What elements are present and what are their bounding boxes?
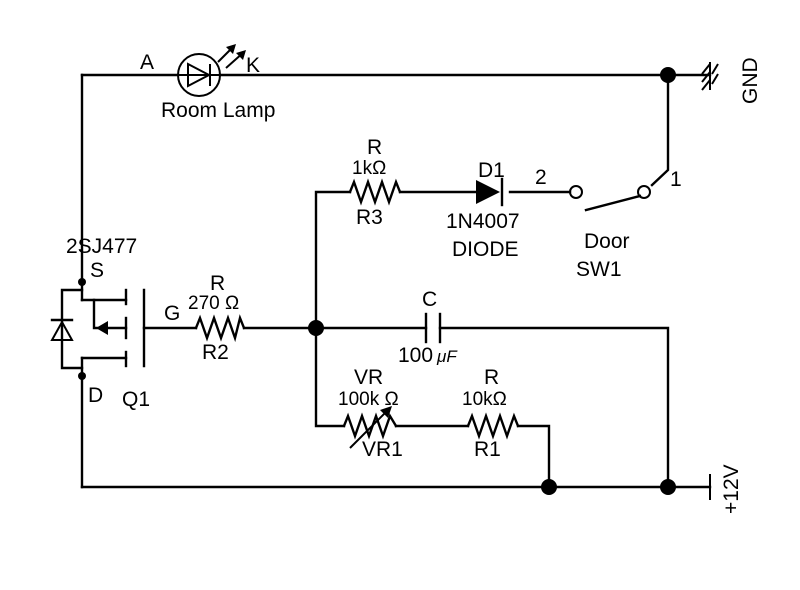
wire-r3-branch <box>314 190 352 330</box>
d1-ref-label: D1 <box>478 159 505 182</box>
led-cathode-label: K <box>246 54 260 77</box>
c1-value-unit: μF <box>436 347 458 366</box>
vr1-zigzag <box>342 412 398 440</box>
q1-drain-dot <box>78 372 86 380</box>
d1-diode <box>476 177 504 207</box>
d1-desc-label: DIODE <box>452 238 519 261</box>
r1-resistor <box>466 412 520 440</box>
r1-zigzag <box>466 412 520 440</box>
r1-value-label: 10kΩ <box>462 389 507 410</box>
sw1-pin1-label: 1 <box>670 168 682 191</box>
gnd-hatch-5 <box>711 73 719 85</box>
room-lamp-led <box>177 44 246 97</box>
q1-ref-label: Q1 <box>122 388 150 411</box>
sw1-contact-1 <box>637 185 651 199</box>
d1-triangle <box>476 180 500 204</box>
vr1-ref-label: VR1 <box>362 438 403 461</box>
r2-ref-label: R2 <box>202 341 229 364</box>
sw1-contact-2 <box>569 185 583 199</box>
c1-type-label: C <box>422 288 437 311</box>
supply-label: +12V <box>720 464 743 514</box>
r1-ref-label: R1 <box>474 438 501 461</box>
led-anode-label: A <box>140 51 154 74</box>
gnd-hatch-2 <box>701 71 711 83</box>
r3-zigzag <box>348 178 402 206</box>
q1-gate-label: G <box>164 302 180 325</box>
q1-source-dot <box>78 278 86 286</box>
gnd-label: GND <box>739 57 762 104</box>
c1-value-num: 100 <box>398 344 433 367</box>
wire-gnd-to-sw <box>650 73 670 187</box>
d1-part-label: 1N4007 <box>446 210 520 233</box>
wire-r1-down <box>516 424 551 489</box>
r3-resistor <box>348 178 402 206</box>
q1-drain-label: D <box>88 384 103 407</box>
r2-resistor <box>194 314 246 343</box>
sw1-switch <box>569 185 651 212</box>
r2-value-label: 270 Ω <box>188 293 239 314</box>
junction-bottom-right <box>660 479 676 495</box>
vr1-value-label: 100k Ω <box>338 389 399 410</box>
q1-source-label: S <box>90 259 104 282</box>
r1-type-label: R <box>484 366 499 389</box>
wire-vr-branch <box>314 326 346 428</box>
wire-cap-right <box>438 326 670 489</box>
gnd-hatch-1 <box>701 63 711 75</box>
r3-value-label: 1kΩ <box>352 158 386 179</box>
r3-type-label: R <box>367 136 382 159</box>
q1-body-lead <box>92 298 128 330</box>
sw1-lever <box>584 194 642 212</box>
sw1-pin2-label: 2 <box>535 166 547 189</box>
junction-gnd <box>660 67 676 83</box>
vr1-arrow-shaft <box>349 409 389 449</box>
gnd-hatch-4 <box>711 63 719 75</box>
sw1-ref-label: SW1 <box>576 258 622 281</box>
c1-capacitor <box>424 312 442 344</box>
q1-body-arrow <box>96 321 108 335</box>
wires <box>80 73 712 489</box>
junction-center <box>308 320 324 336</box>
q1-diode-triangle <box>50 319 74 341</box>
q1-diode-leads <box>60 288 84 370</box>
r3-ref-label: R3 <box>356 206 383 229</box>
led-arrowhead-2 <box>236 50 246 60</box>
q1-part-label: 2SJ477 <box>66 235 137 258</box>
r2-zigzag <box>194 314 246 343</box>
r2-type-label: R <box>210 272 225 295</box>
junction-bottom-r1 <box>541 479 557 495</box>
vr1-type-label: VR <box>354 366 383 389</box>
q1-mosfet <box>50 278 146 380</box>
led-arrowhead-1 <box>226 44 236 54</box>
sw1-name-label: Door <box>584 230 630 253</box>
vr1-variable-resistor <box>342 406 398 449</box>
gnd-hatch-3 <box>701 79 711 91</box>
vr1-arrowhead <box>380 406 392 418</box>
room-lamp-label: Room Lamp <box>161 99 275 122</box>
junctions <box>308 67 676 495</box>
gnd-symbol <box>701 62 719 91</box>
